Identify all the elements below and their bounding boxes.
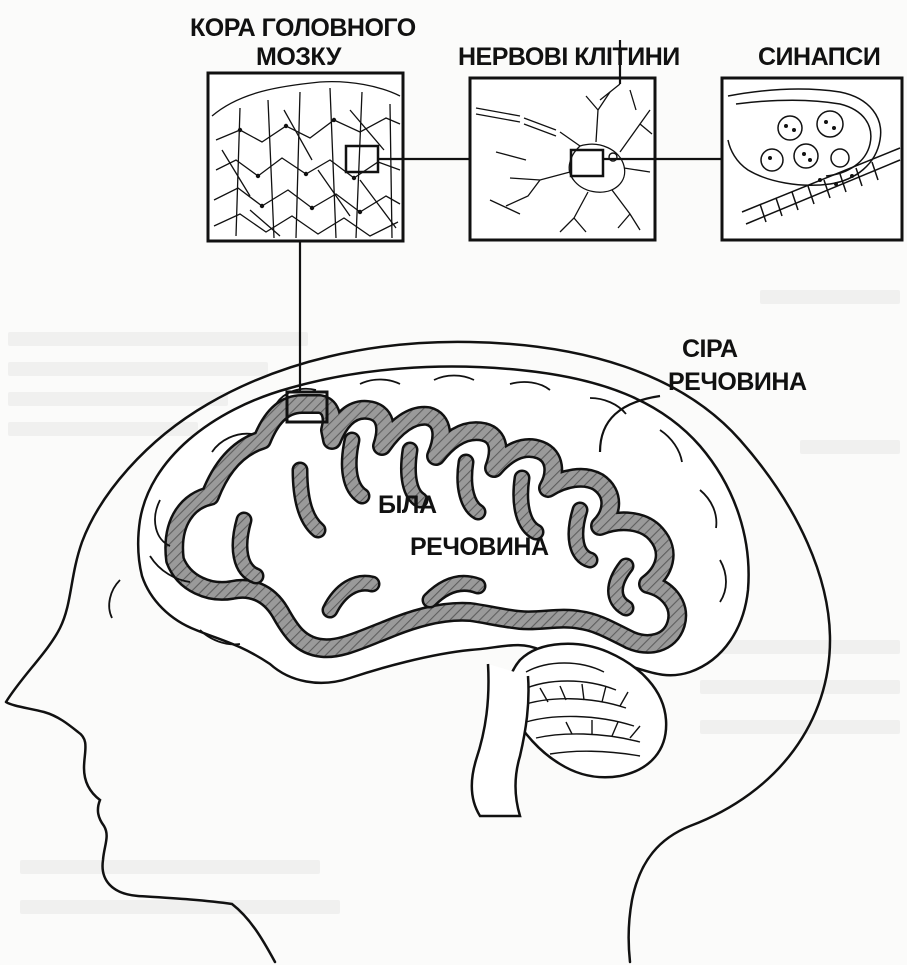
synapses-inset (722, 78, 902, 240)
label-white-matter-line2: РЕЧОВИНА (410, 533, 549, 561)
label-grey-matter-line2: РЕЧОВИНА (668, 368, 807, 396)
label-synapses: СИНАПСИ (758, 43, 880, 71)
label-neurons: НЕРВОВІ КЛІТИНИ (458, 43, 680, 71)
label-grey-matter-line1: СІРА (682, 335, 738, 363)
label-white-matter-line1: БІЛА (378, 491, 437, 519)
label-cortex-line2: МОЗКУ (256, 43, 342, 71)
cerebellum (472, 644, 666, 816)
label-cortex-line1: КОРА ГОЛОВНОГО (190, 14, 416, 42)
cortex-inset (208, 73, 403, 241)
